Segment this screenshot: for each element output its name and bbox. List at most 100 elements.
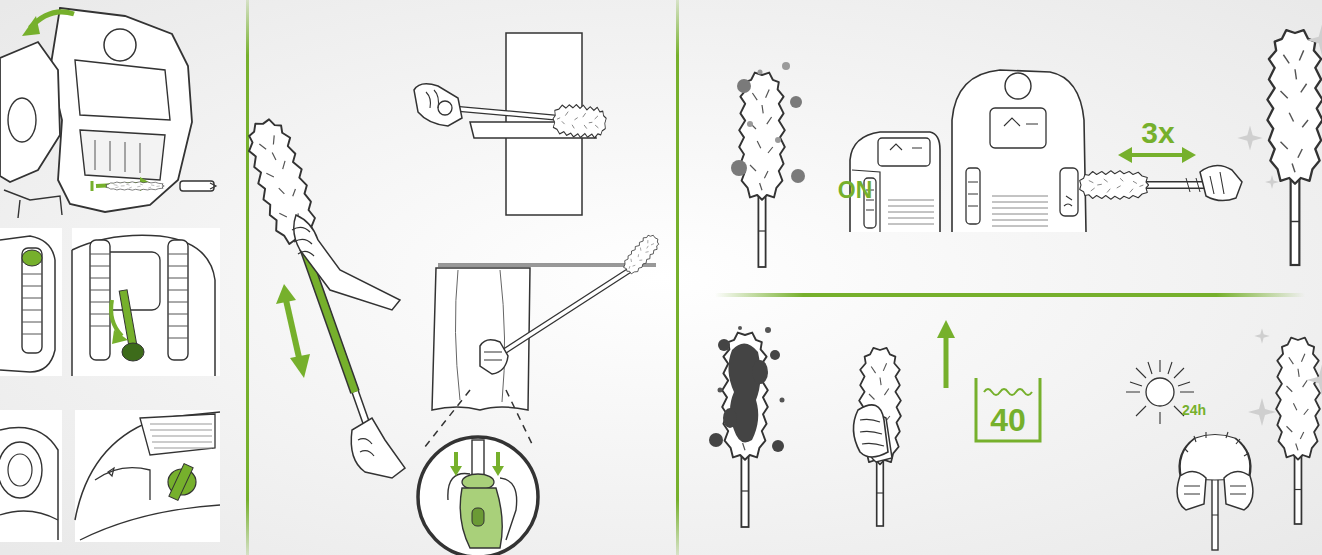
dirty-duster-part [772, 440, 784, 452]
vacuum-open-lid-part [104, 29, 136, 61]
wring-dry-duster-part [1184, 486, 1246, 494]
curtain-rod-scene-part [438, 265, 656, 266]
storage-bottom-panels-part [140, 414, 215, 455]
curtain-rod-scene-part [480, 340, 508, 374]
dirty-duster-part [709, 433, 723, 447]
separator-lines-part [246, 0, 249, 555]
storage-detail-panels-part [0, 228, 62, 376]
lock-button-zoom [418, 437, 538, 555]
vacuum-suction-cleaning-part [1182, 147, 1196, 163]
curtain-rod-scene [424, 231, 663, 448]
vacuum-open-lid-part [0, 42, 60, 182]
dirty-duster-part [723, 408, 737, 428]
telescopic-duster-part [294, 215, 400, 310]
vacuum-suction-cleaning-part-part [1080, 171, 1149, 200]
clean-duster-part [1307, 25, 1322, 56]
dirty-duster-part [728, 343, 760, 442]
storage-detail-panels-part [72, 235, 215, 376]
shelf-dusting-scene-part [448, 108, 560, 118]
vacuum-suction-cleaning-part [1210, 172, 1224, 194]
lock-button-zoom-part [492, 466, 504, 476]
dusty-duster-part [791, 169, 805, 183]
vacuum-suction-cleaning-part [1005, 73, 1031, 99]
vacuum-suction-cleaning-part [1200, 165, 1242, 200]
shelf-dusting-scene-part [414, 84, 462, 126]
storage-detail-panels-part [72, 228, 220, 376]
clean-duster-washed-part-part [1307, 365, 1322, 396]
curtain-rod-scene-part [620, 231, 663, 277]
storage-detail-panels-part [22, 262, 42, 334]
clean-duster-washed-part [1276, 338, 1320, 524]
vacuum-open-lid-part [75, 60, 170, 120]
vacuum-suction-cleaning [952, 70, 1242, 232]
wash-symbol-part [976, 378, 1040, 441]
telescopic-duster-part [351, 418, 405, 478]
wash-symbol-part [984, 389, 1032, 395]
clean-duster-part [1267, 30, 1322, 265]
lock-button-zoom-part [418, 437, 538, 555]
dusty-duster-part [747, 121, 753, 127]
storage-bottom-panels-part [80, 505, 220, 540]
lock-button-zoom-part [448, 474, 517, 540]
storage-detail-panels-part [90, 254, 110, 326]
shelf-dusting-scene-part [448, 108, 560, 118]
storage-bottom-panels-part [95, 468, 150, 500]
vacuum-front-part-part [888, 200, 934, 224]
clean-duster-washed-part-part [1254, 328, 1269, 343]
curtain-rod-scene-part [494, 270, 630, 358]
lock-button-zoom-part [460, 488, 502, 548]
storage-bottom-panels-part [150, 424, 212, 448]
clean-duster [1237, 25, 1322, 265]
clean-duster-part [1265, 175, 1279, 189]
wring-dry-duster-part [1212, 470, 1218, 550]
storage-detail-panels-part [112, 330, 128, 344]
vacuum-suction-cleaning-part [952, 70, 1086, 232]
remove-cover-part [944, 334, 949, 388]
vacuum-suction-cleaning-part [990, 108, 1046, 148]
shelf-dusting-scene-part-part [552, 103, 608, 140]
vacuum-open-lid [0, 8, 216, 218]
dirty-duster-part [752, 360, 768, 384]
storage-bottom-panels-part [0, 511, 58, 520]
vacuum-suction-cleaning-part [1004, 118, 1038, 126]
dirty-duster-part [765, 327, 771, 333]
vacuum-open-lid-part [95, 140, 140, 173]
curtain-rod-scene-part [438, 264, 656, 267]
sun-dry-symbol-part [1146, 378, 1174, 406]
dirty-duster-part [718, 388, 723, 393]
shelf-dusting-scene-part [552, 103, 608, 140]
vacuum-suction-cleaning-part [1128, 153, 1186, 157]
vacuum-open-lid-part [8, 98, 36, 142]
vacuum-open-lid-part-part [106, 182, 164, 190]
dirty-duster-part [780, 398, 785, 403]
vacuum-open-lid-part [91, 181, 94, 191]
clean-duster-part-part [1307, 25, 1322, 56]
separator-lines [246, 0, 1305, 555]
clean-duster-part-part [1237, 125, 1262, 150]
dirty-duster-part-part [722, 333, 768, 527]
vacuum-open-lid-part [22, 16, 40, 36]
wring-dry-duster-part [1184, 432, 1249, 456]
wring-dry-duster-part [1224, 471, 1253, 510]
vacuum-front-part [890, 144, 922, 150]
storage-bottom-panels-part [75, 412, 220, 520]
curtain-rod-scene-part [506, 390, 532, 444]
dusty-duster-part [737, 79, 751, 93]
curtain-rod-scene-part [455, 270, 504, 402]
telescopic-duster [240, 115, 405, 478]
vacuum-suction-cleaning-part [1186, 178, 1200, 192]
curtain-rod-scene-part-part [620, 231, 663, 277]
lock-button-zoom-part [472, 508, 484, 526]
vacuum-suction-cleaning-part [1064, 196, 1072, 206]
vacuum-open-lid-part [4, 190, 62, 218]
dusty-duster-part [775, 137, 781, 143]
vacuum-open-lid-part [50, 8, 192, 212]
curtain-rod-scene-part [494, 270, 630, 358]
storage-detail-panels-part [22, 248, 42, 353]
vacuum-suction-cleaning-part [1080, 171, 1149, 200]
dirty-duster-part [770, 350, 780, 360]
storage-detail-panels-part [0, 236, 55, 372]
